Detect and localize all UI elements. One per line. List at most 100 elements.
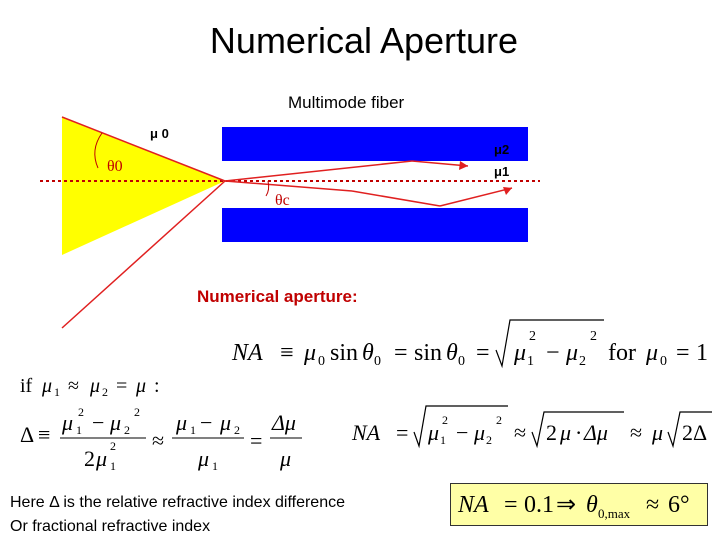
- svg-text:2: 2: [442, 413, 448, 427]
- svg-text:6°: 6°: [668, 492, 690, 518]
- svg-text:Δμ: Δμ: [271, 410, 296, 435]
- svg-text:μ: μ: [95, 446, 107, 471]
- svg-text:μ: μ: [645, 340, 658, 366]
- note-fractional-index: Or fractional refractive index: [10, 518, 211, 535]
- svg-text:0: 0: [318, 354, 325, 369]
- delta-definition: Δ ≡ μ 1 2 − μ 2 2 2 μ 1 2 ≈ μ 1 − μ 2 μ …: [20, 405, 302, 473]
- svg-text:−: −: [92, 410, 104, 435]
- svg-text:1: 1: [54, 385, 60, 399]
- ray-guided-3: [224, 180, 353, 192]
- svg-text:1: 1: [190, 423, 196, 437]
- svg-text:1: 1: [527, 354, 534, 369]
- svg-text:sin: sin: [330, 340, 358, 366]
- svg-text:μ: μ: [175, 410, 187, 435]
- svg-text:2: 2: [579, 354, 586, 369]
- ray-guided-2: [411, 160, 469, 167]
- svg-text:2: 2: [78, 405, 84, 419]
- svg-text:2: 2: [102, 385, 108, 399]
- svg-text:=: =: [476, 340, 490, 366]
- svg-text:2: 2: [496, 413, 502, 427]
- svg-text:0: 0: [660, 354, 667, 369]
- mu2-label: μ2: [494, 142, 510, 157]
- svg-text:2: 2: [546, 420, 557, 445]
- svg-text:μ: μ: [651, 420, 663, 445]
- svg-text:≈: ≈: [514, 420, 526, 445]
- arrow-head-1: [459, 161, 468, 170]
- if-condition: if μ 1 ≈ μ 2 = μ :: [20, 375, 160, 399]
- note-delta-definition: Here Δ is the relative refractive index …: [10, 494, 345, 511]
- svg-text:2: 2: [486, 433, 492, 447]
- svg-text:−: −: [546, 340, 560, 366]
- slide-title: Numerical Aperture: [209, 20, 519, 61]
- svg-text:μ: μ: [41, 375, 52, 397]
- svg-text:0,max: 0,max: [598, 506, 631, 521]
- thetac-label: θc: [275, 192, 290, 209]
- svg-text:≡: ≡: [38, 422, 50, 447]
- na-approximation: NA = μ 1 2 − μ 2 2 ≈ 2 μ · Δμ ≈ μ 2Δ: [351, 405, 712, 449]
- ray-guided-1: [224, 160, 413, 182]
- ray-upper-in: [61, 116, 226, 182]
- svg-text:≈: ≈: [68, 375, 79, 397]
- acceptance-cone: [62, 117, 225, 255]
- svg-text:μ: μ: [565, 340, 578, 366]
- svg-text:≈: ≈: [630, 420, 642, 445]
- svg-text:μ: μ: [279, 446, 291, 471]
- svg-text:0.1: 0.1: [524, 492, 554, 518]
- mu0-label: μ 0: [150, 126, 169, 141]
- ray-guided-4: [351, 190, 441, 207]
- svg-text:θ: θ: [446, 340, 458, 366]
- svg-text:0: 0: [374, 354, 381, 369]
- numerical-aperture-heading: Numerical aperture:: [197, 287, 358, 306]
- svg-text:2: 2: [234, 423, 240, 437]
- na-lhs: NA: [231, 340, 263, 366]
- svg-text:for: for: [608, 340, 636, 366]
- svg-text:μ: μ: [473, 420, 485, 445]
- svg-text::: :: [154, 375, 160, 397]
- svg-text:·: ·: [575, 420, 582, 445]
- svg-text:=: =: [250, 428, 262, 453]
- svg-text:θ: θ: [362, 340, 374, 366]
- mu1-label: μ1: [494, 164, 510, 179]
- svg-text:2: 2: [590, 329, 597, 344]
- svg-text:μ: μ: [219, 410, 231, 435]
- fiber-label: Multimode fiber: [288, 93, 405, 112]
- svg-text:if: if: [20, 375, 33, 397]
- svg-text:1: 1: [110, 459, 116, 473]
- cladding-top: [222, 127, 528, 161]
- arrow-head-2: [503, 187, 512, 195]
- result-box: [450, 483, 708, 526]
- na-definition-equation: NA ≡ μ 0 sin θ 0 = sin θ 0 = μ 1 2 − μ 2…: [231, 319, 708, 369]
- svg-text:μ: μ: [135, 375, 146, 397]
- ray-guided-5: [439, 187, 513, 207]
- svg-text:≈: ≈: [646, 492, 659, 518]
- svg-text:2: 2: [84, 446, 95, 471]
- svg-text:1: 1: [212, 459, 218, 473]
- cladding-bottom: [222, 208, 528, 242]
- svg-text:1: 1: [696, 340, 708, 366]
- svg-text:−: −: [456, 420, 468, 445]
- svg-text:=: =: [676, 340, 690, 366]
- svg-text:2: 2: [529, 329, 536, 344]
- svg-text:=: =: [504, 492, 518, 518]
- svg-text:μ: μ: [61, 410, 73, 435]
- svg-text:μ: μ: [513, 340, 526, 366]
- theta0-arc: [94, 132, 103, 169]
- svg-text:Δ: Δ: [20, 422, 34, 447]
- svg-text:−: −: [200, 410, 212, 435]
- svg-text:θ: θ: [586, 492, 598, 518]
- svg-text:μ: μ: [89, 375, 100, 397]
- svg-text:⇒: ⇒: [556, 492, 576, 518]
- thetac-arc: [265, 180, 270, 197]
- svg-text:μ: μ: [303, 340, 316, 366]
- svg-text:≡: ≡: [280, 340, 294, 366]
- svg-text:2: 2: [124, 423, 130, 437]
- svg-text:NA: NA: [457, 492, 489, 518]
- svg-text:sin: sin: [414, 340, 442, 366]
- svg-text:1: 1: [440, 433, 446, 447]
- svg-text:=: =: [396, 420, 408, 445]
- svg-text:μ: μ: [559, 420, 571, 445]
- svg-text:0: 0: [458, 354, 465, 369]
